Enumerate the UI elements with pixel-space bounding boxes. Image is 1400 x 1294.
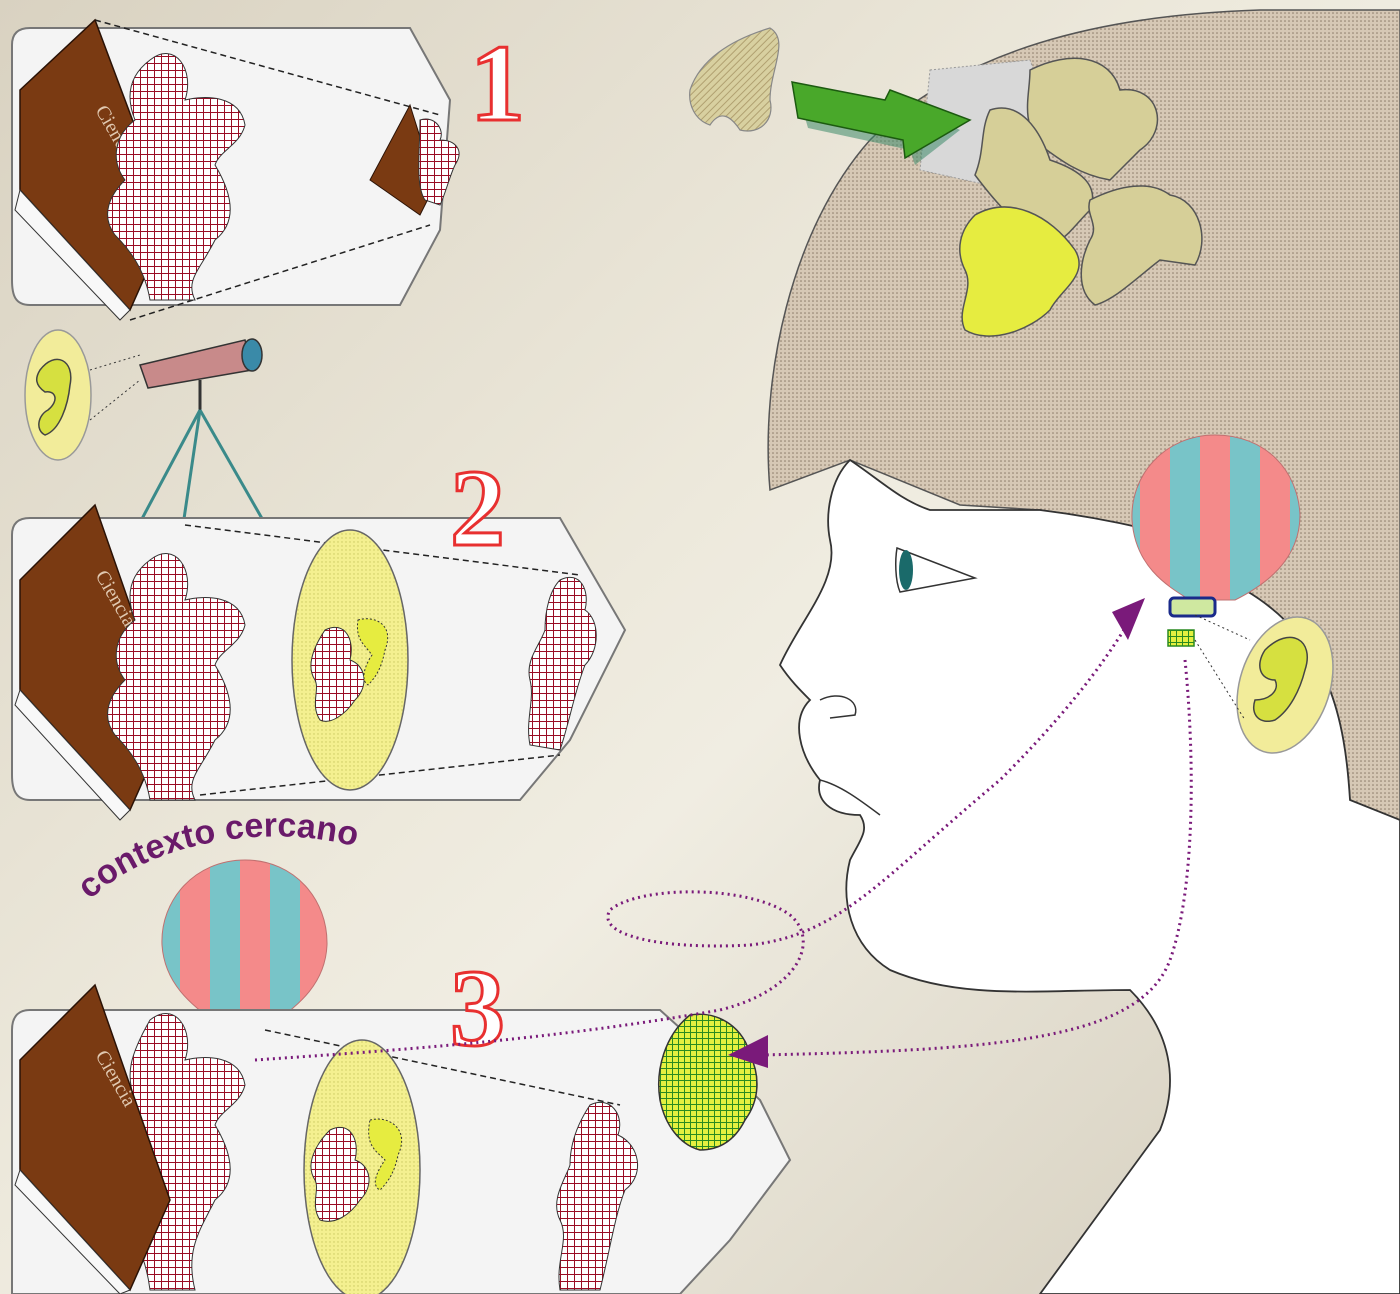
- panel-step-1: Ciencia 1: [12, 20, 525, 320]
- panel-step-3: Ciencia 3: [12, 947, 790, 1294]
- panel-step-2: Ciencia 2: [12, 447, 625, 820]
- step-number-3: 3: [450, 947, 505, 1069]
- step-number-2: 2: [450, 447, 505, 569]
- step-number-1: 1: [470, 22, 525, 144]
